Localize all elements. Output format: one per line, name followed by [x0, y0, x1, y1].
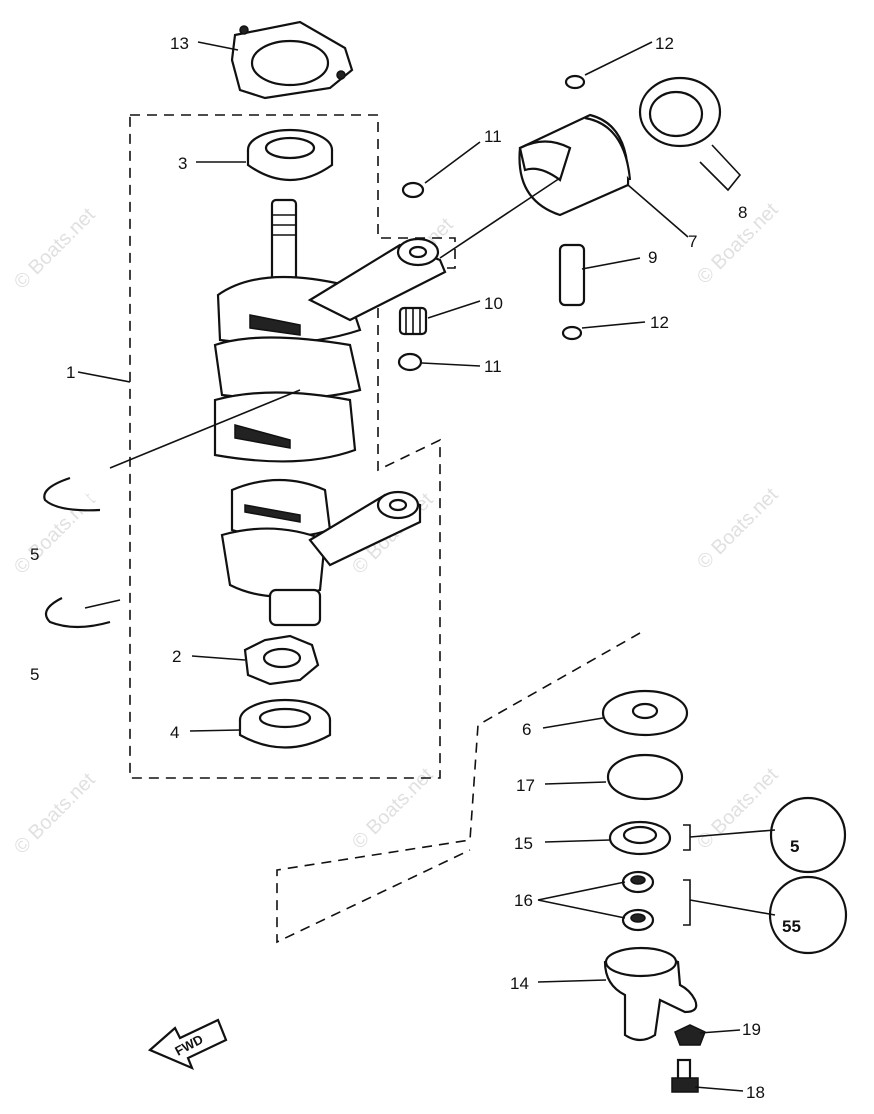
gear-part	[243, 634, 320, 686]
callout-1: 1	[66, 363, 75, 382]
piston-ring-part	[638, 76, 722, 148]
callout-17: 17	[516, 776, 535, 795]
callout-16: 16	[514, 891, 533, 910]
thrust-washer-part	[401, 181, 425, 199]
callout-6: 6	[522, 720, 531, 739]
callout-13: 13	[170, 34, 189, 53]
leader-lines	[77, 41, 744, 1092]
fwd-arrow-icon: FWD	[147, 1018, 228, 1071]
piston-pin-clip-part	[561, 325, 583, 341]
callout-18: 18	[746, 1083, 765, 1102]
retaining-ring-part	[43, 476, 101, 512]
upper-connecting-rod-part	[307, 237, 447, 322]
svg-text:5: 5	[790, 837, 799, 856]
crankshaft-part	[213, 198, 362, 627]
callout-2: 2	[172, 647, 181, 666]
thrust-plate-hole	[631, 702, 659, 720]
crankshaft-assembly-boundary	[129, 114, 456, 779]
callout-labels: 13 3 1 5 5 2 4 12 11 7 8 9 10 12 11 6 17…	[30, 34, 765, 1102]
watermark: © Boats.net	[693, 764, 783, 854]
callout-8: 8	[738, 203, 747, 222]
callout-3: 3	[178, 154, 187, 173]
callout-14: 14	[510, 974, 529, 993]
nut-part	[674, 1024, 706, 1046]
grease-callout-upper: 5	[769, 796, 847, 874]
callout-9: 9	[648, 248, 657, 267]
svg-text:55: 55	[782, 917, 801, 936]
seal-16-part	[621, 870, 655, 932]
lower-assembly-guide	[276, 632, 641, 944]
needle-bearing-part	[398, 306, 428, 336]
watermark: © Boats.net	[10, 204, 100, 294]
piston-pin-part	[558, 243, 586, 307]
piston-pin-clip-part	[564, 74, 586, 90]
bolt-part	[671, 1058, 699, 1093]
seal-15-part	[608, 820, 672, 856]
lower-connecting-rod-part	[308, 490, 422, 567]
callout-7: 7	[688, 232, 697, 251]
upper-oil-seal-part	[246, 128, 334, 182]
callout-5-lower: 5	[30, 665, 39, 684]
callout-15: 15	[514, 834, 533, 853]
callout-11-top: 11	[484, 127, 502, 146]
callout-12-bottom: 12	[650, 313, 669, 332]
lower-bearing-part	[238, 698, 332, 749]
watermark: © Boats.net	[10, 769, 100, 859]
o-ring-part	[606, 753, 684, 801]
callout-19: 19	[742, 1020, 761, 1039]
callout-11-bottom: 11	[484, 357, 502, 376]
callout-10: 10	[484, 294, 503, 313]
watermark: © Boats.net	[693, 484, 783, 574]
watermark: © Boats.net	[348, 764, 438, 854]
gasket-plate-part	[230, 20, 354, 100]
retaining-ring-part	[44, 597, 111, 629]
callout-4: 4	[170, 723, 179, 742]
bracket-line	[683, 824, 776, 851]
grease-callout-lower: 55	[768, 875, 848, 955]
piston-part	[518, 113, 632, 217]
callout-5-upper: 5	[30, 545, 39, 564]
seal-housing-part	[603, 946, 698, 1042]
thrust-washer-part	[397, 352, 423, 372]
callout-12-top: 12	[655, 34, 674, 53]
bracket-line	[683, 879, 776, 926]
